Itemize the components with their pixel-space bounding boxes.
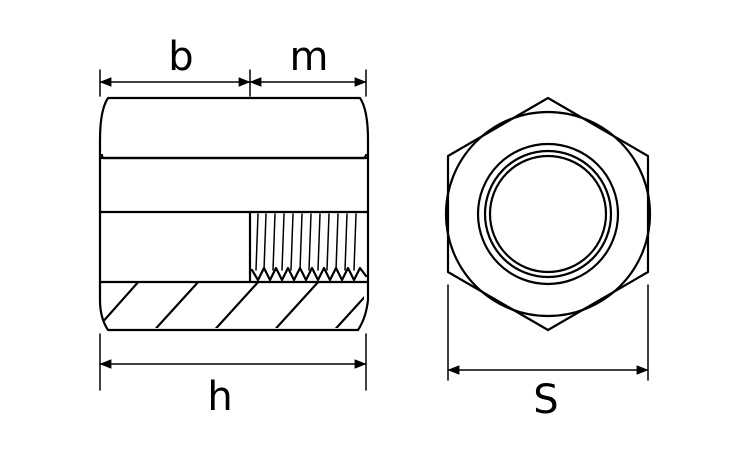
hexagon-outline — [446, 96, 650, 332]
label-s: S — [533, 377, 558, 423]
end-view — [444, 96, 652, 332]
side-view-outline — [98, 96, 370, 332]
side-view — [98, 96, 370, 332]
dimension-h: h — [99, 333, 367, 420]
label-b: b — [168, 34, 193, 80]
label-h: h — [207, 374, 232, 420]
section-hatching — [100, 282, 364, 328]
bore-circle — [488, 154, 608, 274]
label-m: m — [290, 34, 329, 80]
chamfer-circle — [444, 110, 652, 318]
dimension-m: m — [249, 34, 367, 97]
thread-mid-circle — [483, 149, 613, 279]
dimension-s: S — [447, 284, 649, 423]
thread-teeth — [250, 266, 368, 282]
dimension-b: b — [99, 34, 251, 97]
thread-outer-circle — [476, 142, 620, 286]
thread-lines — [255, 213, 357, 271]
